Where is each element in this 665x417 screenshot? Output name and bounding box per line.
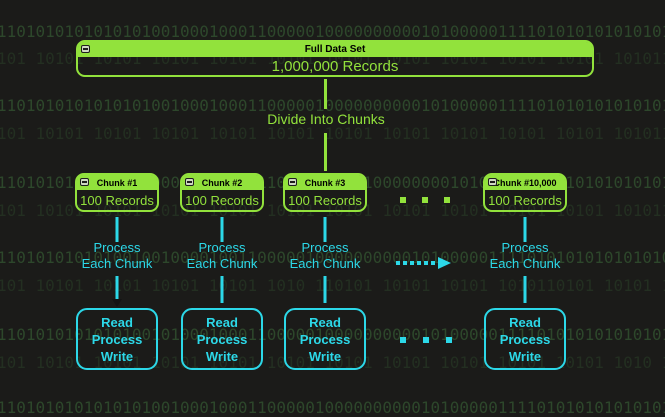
- read-process-write-node[interactable]: Read Process Write: [284, 308, 366, 370]
- chunk-column: Chunk #1 100 Records Process Each Chunk …: [75, 173, 159, 412]
- chunk-records: 100 Records: [185, 192, 259, 208]
- chunk-column: Chunk #2 100 Records Process Each Chunk …: [180, 173, 264, 412]
- connector-line: [323, 276, 327, 303]
- read-process-write-node[interactable]: Read Process Write: [181, 308, 263, 370]
- read-process-write-node[interactable]: Read Process Write: [76, 308, 158, 370]
- chunk-title-label: Chunk #3: [304, 177, 346, 188]
- binary-background-row: 101 10101 10101 10101 10101 10101 10101 …: [0, 124, 665, 143]
- task-ellipsis-icon: [400, 337, 452, 343]
- binary-background-row: 101 10101 10101 10101 10101 10101 10101 …: [0, 353, 665, 372]
- binary-background-row: 1101010101010010010000100110000010000000…: [0, 248, 665, 267]
- full-data-set-title-bar: Full Data Set: [78, 42, 592, 57]
- chunk-records: 100 Records: [288, 192, 362, 208]
- node-title-label: Full Data Set: [304, 44, 366, 55]
- divide-label: Divide Into Chunks: [267, 111, 385, 127]
- dotted-arrow-icon: [396, 256, 451, 269]
- chunk-ellipsis-icon: [400, 197, 450, 203]
- chunk-title-bar: Chunk #3: [285, 175, 365, 190]
- chunk-title-bar: Chunk #1: [77, 175, 157, 190]
- collapse-icon[interactable]: [185, 178, 194, 186]
- chunk-title-label: Chunk #2: [201, 177, 243, 188]
- chunk-node[interactable]: Chunk #1 100 Records: [75, 173, 159, 212]
- chunk-records: 100 Records: [80, 192, 154, 208]
- node-value: 1,000,000 Records: [271, 57, 399, 75]
- connector-line: [115, 276, 119, 303]
- chunk-node[interactable]: Chunk #3 100 Records: [283, 173, 367, 212]
- down-arrowhead-icon: [112, 299, 122, 307]
- chunk-column: Chunk #3 100 Records Process Each Chunk …: [283, 173, 367, 412]
- divide-connector-line-top: [324, 79, 327, 109]
- collapse-icon[interactable]: [288, 178, 297, 186]
- collapse-icon[interactable]: [488, 178, 497, 186]
- divide-connector-line-bottom: [324, 133, 327, 171]
- connector-line: [323, 217, 327, 242]
- chunk-column: Chunk #10,000 100 Records Process Each C…: [483, 173, 567, 412]
- read-process-write-node[interactable]: Read Process Write: [484, 308, 566, 370]
- connector-line: [523, 276, 527, 303]
- process-each-chunk-label: Process Each Chunk: [81, 240, 153, 271]
- chunk-title-bar: Chunk #10,000: [485, 175, 565, 190]
- binary-background-row: 1101010101010101001000100011000001000000…: [0, 22, 665, 41]
- chunk-node[interactable]: Chunk #10,000 100 Records: [483, 173, 567, 212]
- chunk-records: 100 Records: [488, 192, 562, 208]
- connector-line: [115, 217, 119, 242]
- chunk-title-label: Chunk #10,000: [493, 177, 557, 188]
- chunk-title-bar: Chunk #2: [182, 175, 262, 190]
- process-each-chunk-label: Process Each Chunk: [186, 240, 258, 271]
- binary-background-row: 1101010101010100101000100011000001000000…: [0, 325, 665, 344]
- binary-background-row: 1101010101010101001000100011000001000000…: [0, 96, 665, 115]
- connector-line: [523, 217, 527, 242]
- collapse-icon[interactable]: [80, 178, 89, 186]
- process-each-chunk-label: Process Each Chunk: [289, 240, 361, 271]
- chunk-title-label: Chunk #1: [96, 177, 138, 188]
- process-each-chunk-label: Process Each Chunk: [489, 240, 561, 271]
- connector-line: [220, 217, 224, 242]
- collapse-icon[interactable]: [81, 45, 90, 53]
- chunk-node[interactable]: Chunk #2 100 Records: [180, 173, 264, 212]
- full-data-set-node[interactable]: Full Data Set 1,000,000 Records: [76, 40, 594, 77]
- connector-line: [220, 276, 224, 303]
